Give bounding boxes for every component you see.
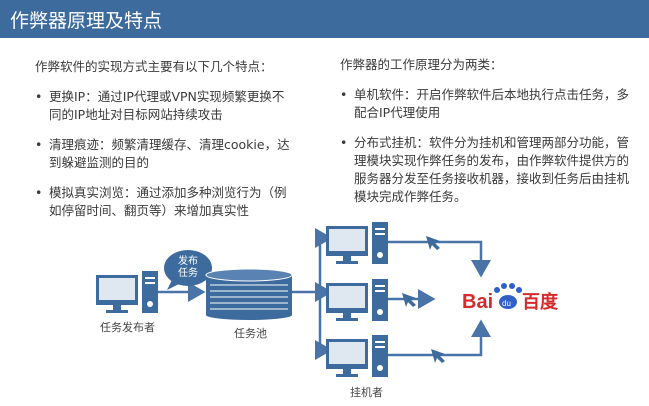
left-intro: 作弊软件的实现方式主要有以下几个特点： xyxy=(35,59,273,74)
publisher-computer-icon xyxy=(96,271,158,313)
task-pool-database-icon xyxy=(205,268,293,320)
worker-computer-icon xyxy=(326,222,388,264)
pool-label: 任务池 xyxy=(234,327,267,340)
baidu-logo: Bai xyxy=(462,291,493,313)
worker-computer-icon xyxy=(326,279,388,321)
worker-computer-icon xyxy=(326,335,388,377)
right-bullet: 分布式挂机：软件分为挂机和管理两部分功能，管理模块实现作弊任务的发布，由作弊软件… xyxy=(340,134,630,206)
bubble-text: 发布任务 xyxy=(176,256,200,280)
svg-text:百度: 百度 xyxy=(522,291,559,313)
header-bar: 作弊器原理及特点 xyxy=(0,0,649,38)
bubble-line: 发布 xyxy=(178,256,198,267)
left-bullet: 模拟真实浏览：通过添加多种浏览行为（例如停留时间、翻页等）来增加真实性 xyxy=(35,184,295,220)
right-intro: 作弊器的工作原理分为两类： xyxy=(340,57,503,72)
bubble-line: 任务 xyxy=(178,268,198,279)
left-column: 作弊软件的实现方式主要有以下几个特点： 更换IP：通过IP代理或VPN实现频繁更… xyxy=(35,58,295,220)
page-title: 作弊器原理及特点 xyxy=(10,10,163,32)
right-column: 作弊器的工作原理分为两类： 单机软件：开启作弊软件后本地执行点击任务，多配合IP… xyxy=(340,56,630,206)
workers-label: 挂机者 xyxy=(350,386,383,399)
publisher-label: 任务发布者 xyxy=(100,321,155,334)
task-bubble-icon xyxy=(164,250,212,290)
left-bullet: 更换IP：通过IP代理或VPN实现频繁更换不同的IP地址对目标网站持续攻击 xyxy=(35,88,295,124)
right-bullet: 单机软件：开启作弊软件后本地执行点击任务，多配合IP代理使用 xyxy=(340,86,630,122)
left-bullet: 清理痕迹：频繁清理缓存、清理cookie，达到躲避监测的目的 xyxy=(35,136,295,172)
svg-text:du: du xyxy=(502,299,511,308)
baidu-paw-icon xyxy=(494,283,522,309)
cursor-icon xyxy=(402,236,445,363)
